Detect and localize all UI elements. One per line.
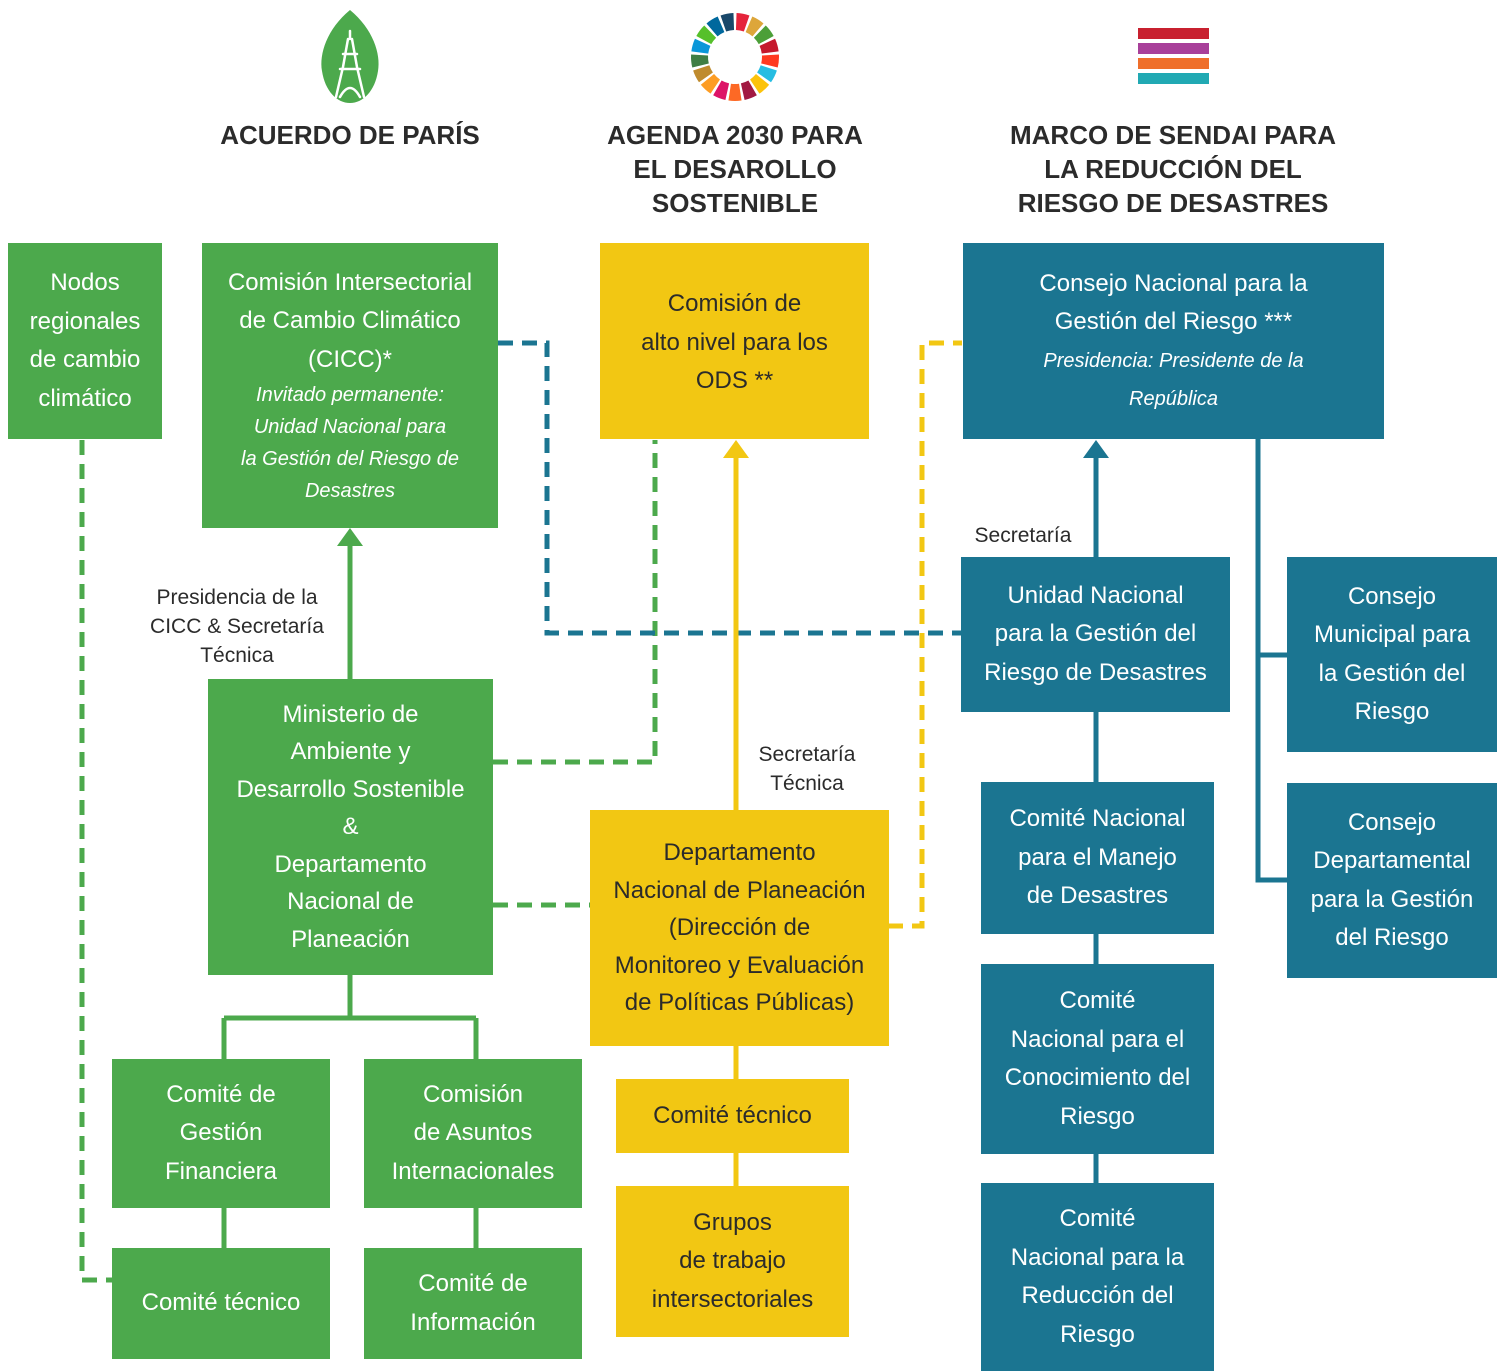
consejo-departamental-box: Consejo Departamental para la Gestión de… bbox=[1287, 783, 1497, 978]
consejo-to-territorial-line bbox=[1255, 439, 1288, 883]
ministerio-text: Ministerio de Ambiente y Desarrollo Sost… bbox=[236, 700, 465, 953]
comite-gestion-financiera-text: Comité de Gestión Financiera bbox=[164, 1080, 278, 1185]
grupos-trabajo-box: Grupos de trabajo intersectoriales bbox=[616, 1186, 849, 1337]
sdg-segment bbox=[750, 74, 770, 94]
comite-gestion-financiera-box: Comité de Gestión Financiera bbox=[112, 1059, 330, 1208]
comite-manejo-box: Comité Nacional para el Manejo de Desast… bbox=[981, 782, 1214, 934]
sdg-segment bbox=[759, 38, 779, 54]
cicc-box: Comisión Intersectorial de Cambio Climát… bbox=[202, 243, 498, 528]
cicc-subtitle: Invitado permanente: Unidad Nacional par… bbox=[241, 384, 459, 503]
consejo-departamental-text: Consejo Departamental para la Gestión de… bbox=[1310, 808, 1474, 952]
sdg-segment bbox=[693, 65, 713, 83]
consejo-municipal-text: Consejo Municipal para la Gestión del Ri… bbox=[1313, 582, 1471, 726]
sdg-segment bbox=[757, 65, 777, 83]
nodos-to-comite-tecnico-link bbox=[79, 440, 112, 1283]
comite-informacion-box: Comité de Información bbox=[364, 1248, 582, 1359]
sdg-segment bbox=[735, 13, 750, 32]
eiffel-leaf-icon bbox=[321, 10, 379, 103]
dnp-to-consejo-link bbox=[888, 340, 962, 929]
ods-text: Comisión de alto nivel para los ODS ** bbox=[641, 290, 828, 394]
sdg-segment bbox=[753, 25, 774, 45]
sdg-wheel-icon bbox=[691, 13, 779, 101]
sdg-segment bbox=[696, 25, 717, 45]
comite-reduccion-box: Comité Nacional para la Reducción del Ri… bbox=[981, 1183, 1214, 1371]
stripes-icon bbox=[1138, 28, 1209, 84]
agenda-header: AGENDA 2030 PARA EL DESAROLLO SOSTENIBLE bbox=[607, 120, 863, 218]
sendai-header: MARCO DE SENDAI PARA LA REDUCCIÓN DEL RI… bbox=[1010, 120, 1336, 218]
nodos-regionales-box: Nodos regionales de cambio climático bbox=[8, 243, 162, 439]
cicc-title: Comisión Intersectorial de Cambio Climát… bbox=[227, 268, 473, 373]
presidencia-cicc-label: Presidencia de la CICC & Secretaría Técn… bbox=[150, 586, 324, 667]
comite-manejo-text: Comité Nacional para el Manejo de Desast… bbox=[1009, 805, 1186, 910]
sdg-segment bbox=[745, 16, 764, 37]
ods-arrowhead bbox=[723, 440, 749, 458]
consejo-nacional-box: Consejo Nacional para la Gestión del Rie… bbox=[963, 243, 1384, 439]
paris-header: ACUERDO DE PARÍS bbox=[220, 120, 480, 150]
dnp-box: Departamento Nacional de Planeación (Dir… bbox=[590, 810, 889, 1046]
consejo-arrowhead bbox=[1083, 440, 1109, 458]
consejo-nacional-title: Consejo Nacional para la Gestión del Rie… bbox=[1039, 269, 1308, 336]
comite-informacion-text: Comité de Información bbox=[410, 1270, 536, 1336]
ungrd-text: Unidad Nacional para la Gestión del Ries… bbox=[984, 581, 1207, 686]
ministerio-to-ods-link bbox=[493, 440, 658, 765]
sdg-segment bbox=[706, 16, 725, 37]
sdg-segment bbox=[691, 54, 709, 68]
sdg-segment bbox=[713, 80, 730, 100]
consejo-nacional-subtitle: Presidencia: Presidente de la República bbox=[1043, 349, 1304, 410]
sdg-segment bbox=[740, 80, 757, 100]
secretaria-tecnica-label: Secretaría Técnica bbox=[758, 743, 856, 795]
cicc-arrowhead bbox=[337, 528, 363, 546]
sdg-segment bbox=[728, 83, 742, 101]
comite-conocimiento-box: Comité Nacional para el Conocimiento del… bbox=[981, 964, 1214, 1154]
grupos-trabajo-text: Grupos de trabajo intersectoriales bbox=[651, 1208, 814, 1313]
dnp-text: Departamento Nacional de Planeación (Dir… bbox=[613, 839, 866, 1017]
ministerio-to-committees-line bbox=[221, 975, 479, 1060]
ods-box: Comisión de alto nivel para los ODS ** bbox=[600, 243, 869, 439]
comite-conocimiento-text: Comité Nacional para el Conocimiento del… bbox=[1004, 987, 1191, 1130]
sdg-segment bbox=[700, 74, 720, 94]
cicc-to-ungrd-link bbox=[498, 340, 962, 636]
nodos-regionales-text: Nodos regionales de cambio climático bbox=[29, 269, 141, 412]
comite-reduccion-text: Comité Nacional para la Reducción del Ri… bbox=[1010, 1205, 1185, 1348]
comision-asuntos-text: Comisión de Asuntos Internacionales bbox=[391, 1080, 555, 1185]
comite-tecnico-yellow-text: Comité técnico bbox=[653, 1101, 812, 1129]
ungrd-box: Unidad Nacional para la Gestión del Ries… bbox=[961, 557, 1230, 712]
sdg-segment bbox=[761, 54, 779, 68]
comite-tecnico-green-box: Comité técnico bbox=[112, 1248, 330, 1359]
consejo-municipal-box: Consejo Municipal para la Gestión del Ri… bbox=[1287, 557, 1497, 752]
sdg-segment bbox=[720, 13, 735, 32]
sdg-segment bbox=[691, 38, 711, 54]
secretaria-label: Secretaría bbox=[974, 524, 1072, 547]
comite-tecnico-yellow-box: Comité técnico bbox=[616, 1079, 849, 1153]
comision-asuntos-box: Comisión de Asuntos Internacionales bbox=[364, 1059, 582, 1208]
comite-tecnico-green-text: Comité técnico bbox=[141, 1289, 301, 1317]
ministerio-box: Ministerio de Ambiente y Desarrollo Sost… bbox=[208, 679, 493, 975]
